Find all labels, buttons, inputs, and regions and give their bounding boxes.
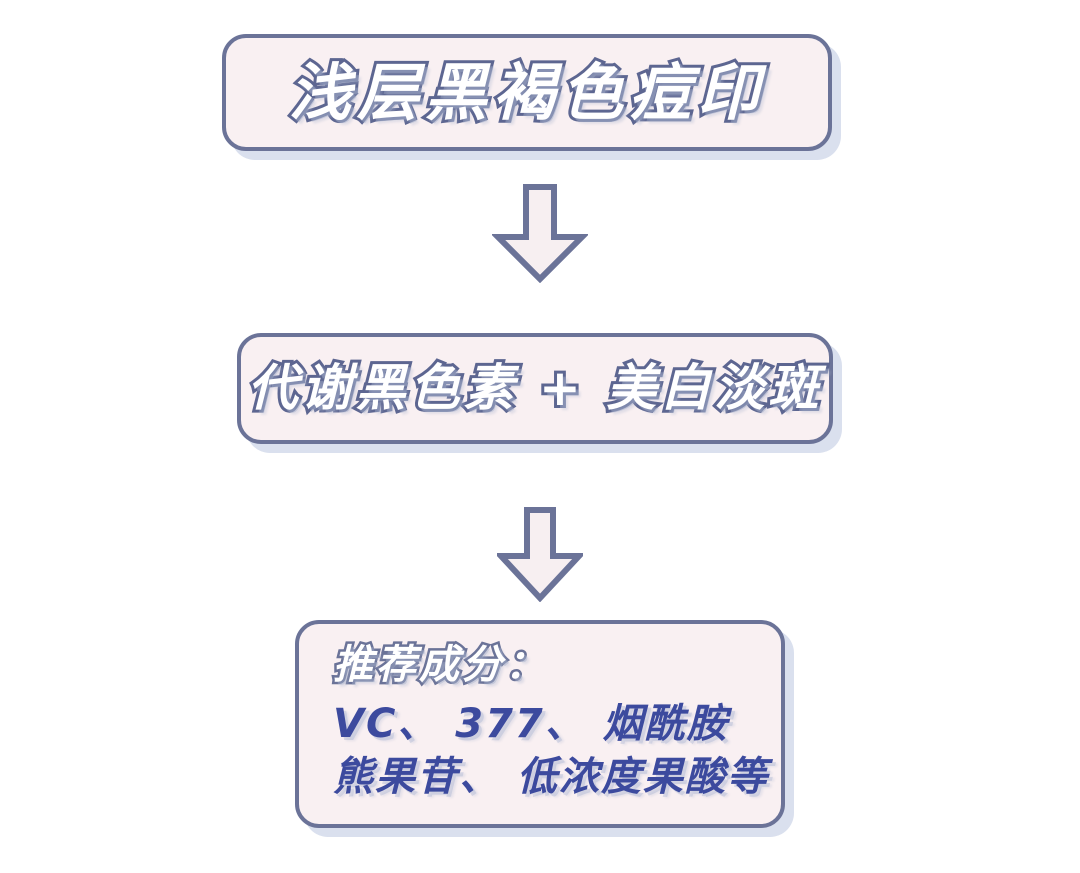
flow-step-box-1: 浅层黑褐色痘印 [222,34,832,151]
arrow-down-icon [492,183,588,283]
ingredient-line-2: 熊果苷、 低浓度果酸等 [333,754,769,800]
flow-step-box-2: 代谢黑色素 + 美白淡斑 [237,333,833,444]
ingredient-line-1: VC、 377、 烟酰胺 [333,701,729,748]
arrow-down-icon [497,506,583,602]
flow-step-1-title: 浅层黑褐色痘印 [286,55,765,129]
flow-step-2-title: 代谢黑色素 + 美白淡斑 [245,359,823,418]
flow-step-box-3: 推荐成分： VC、 377、 烟酰胺 熊果苷、 低浓度果酸等 [295,620,785,828]
recommended-ingredients-label: 推荐成分： [331,642,548,689]
